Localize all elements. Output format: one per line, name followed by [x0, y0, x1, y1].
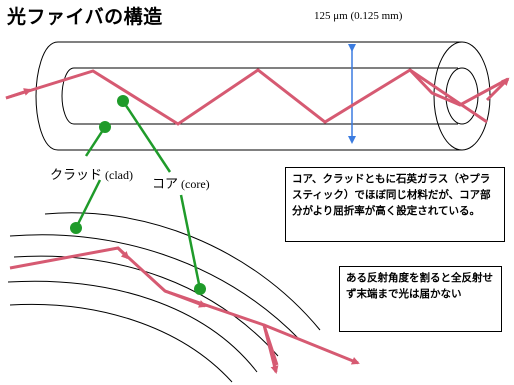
page-title: 光ファイバの構造	[7, 6, 163, 28]
clad-label: クラッド(clad)	[50, 164, 133, 183]
diameter-label: 125 μm (0.125 mm)	[314, 10, 403, 22]
core-pointer-dot-bottom	[194, 283, 206, 295]
fiber-cladding	[35, 41, 491, 151]
bending-note: ある反射角度を割ると全反射せず末端まで光は届かない	[339, 266, 502, 332]
clad-label-en: (clad)	[105, 168, 133, 182]
core-label-jp: コア	[152, 177, 179, 192]
core-pointer	[121, 100, 202, 290]
clad-label-jp: クラッド	[50, 168, 103, 183]
bent-fiber	[7, 212, 321, 383]
core-pointer-dot-top	[117, 95, 129, 107]
clad-pointer-dot-top	[99, 121, 111, 133]
clad-pointer-dot-bottom	[70, 222, 82, 234]
core-label-en: (core)	[181, 177, 210, 191]
core-label: コア(core)	[152, 173, 210, 192]
ray-entry-arrow	[5, 88, 32, 100]
structure-note: コア、クラッドともに石英ガラス（やプラスティック）でほぼ同じ材料だが、コア部分が…	[285, 167, 505, 242]
light-ray-straight	[5, 68, 510, 126]
light-ray-bent	[9, 246, 360, 374]
